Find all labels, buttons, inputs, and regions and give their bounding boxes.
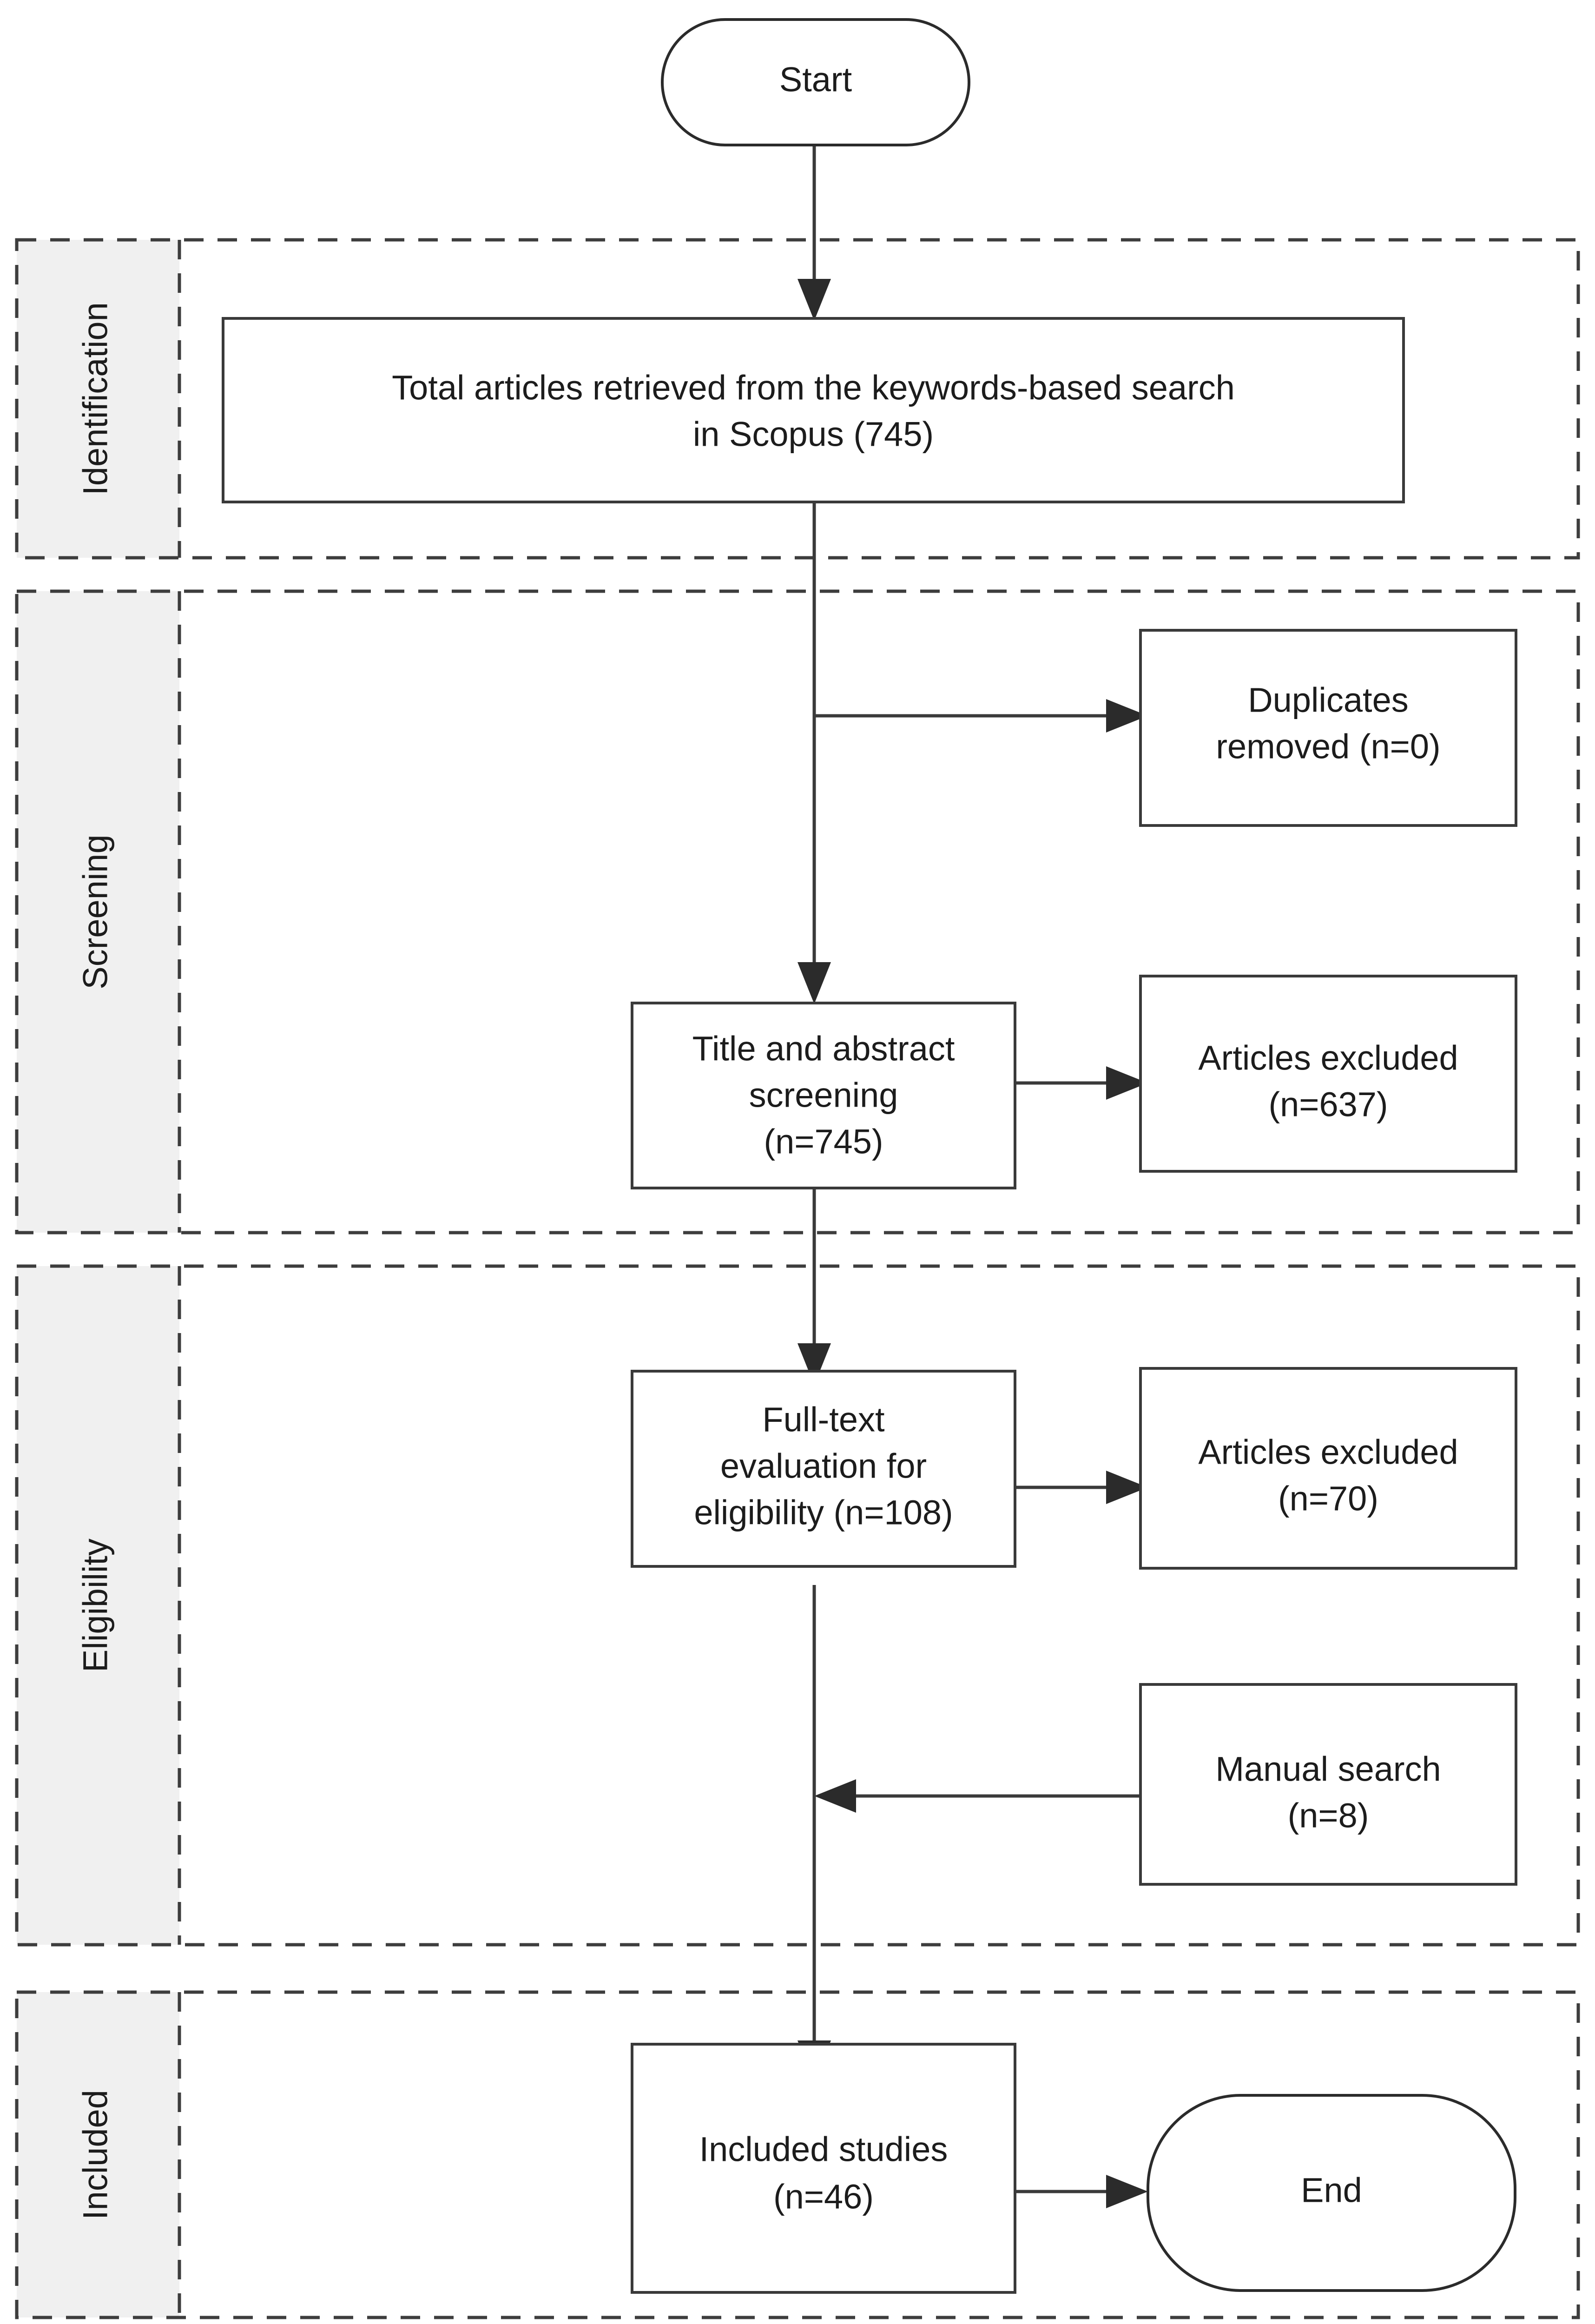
node-start-label: Start [779, 60, 852, 99]
node-title-abstract-screening-shape[interactable] [631, 1002, 1016, 1189]
node-duplicates-removed[interactable]: Duplicates removed (n=0) [1139, 629, 1517, 827]
node-total-articles[interactable]: Total articles retrieved from the keywor… [222, 317, 1405, 503]
lane-label-included: Included [76, 2090, 115, 2220]
node-included-studies-line-1: Included studies [699, 2130, 948, 2169]
lane-band-eligibility [17, 1266, 179, 1945]
node-articles-excluded-screening-shape[interactable] [1139, 975, 1517, 1173]
node-manual-search-line-2: (n=8) [1288, 1796, 1369, 1835]
node-included-studies-shape[interactable] [631, 2043, 1016, 2294]
arrowhead-screening-to-fulltext [798, 1343, 831, 1385]
swimlane-screening: Screening [15, 589, 1580, 1235]
node-total-articles-line-2: in Scopus (745) [693, 415, 934, 454]
swimlane-included: Included [15, 1990, 1580, 2319]
lane-label-identification: Identification [76, 302, 115, 495]
node-articles-excluded-eligibility-line-1: Articles excluded [1198, 1433, 1458, 1472]
node-title-abstract-screening-line-2: screening [749, 1076, 898, 1115]
node-articles-excluded-eligibility[interactable]: Articles excluded (n=70) [1139, 1367, 1517, 1570]
node-articles-excluded-screening[interactable]: Articles excluded (n=637) [1139, 975, 1517, 1173]
node-included-studies[interactable]: Included studies (n=46) [631, 2043, 1016, 2294]
node-start[interactable]: Start [661, 18, 970, 146]
node-duplicates-removed-line-2: removed (n=0) [1216, 727, 1440, 766]
arrowhead-fulltext-to-excluded [1106, 1471, 1148, 1504]
node-end-label: End [1301, 2171, 1362, 2210]
node-title-abstract-screening[interactable]: Title and abstract screening (n=745) [631, 1002, 1016, 1189]
node-included-studies-line-2: (n=46) [773, 2178, 874, 2216]
node-full-text-evaluation-line-1: Full-text [762, 1400, 885, 1439]
node-full-text-evaluation-line-2: evaluation for [720, 1447, 927, 1486]
arrowhead-included-to-end [1106, 2175, 1148, 2208]
lane-outline-included [15, 1990, 1580, 2319]
arrowhead-screening-to-excluded [1106, 1066, 1148, 1100]
node-full-text-evaluation-shape[interactable] [631, 1370, 1016, 1568]
lane-outline-eligibility [15, 1264, 1580, 1947]
lane-outline-identification [15, 238, 1580, 560]
node-title-abstract-screening-line-3: (n=745) [764, 1122, 883, 1161]
node-articles-excluded-screening-line-1: Articles excluded [1198, 1039, 1458, 1077]
lane-label-eligibility: Eligibility [76, 1538, 115, 1672]
lane-label-screening: Screening [76, 834, 115, 989]
node-full-text-evaluation[interactable]: Full-text evaluation for eligibility (n=… [631, 1370, 1016, 1568]
node-manual-search-shape[interactable] [1139, 1683, 1517, 1886]
node-end-shape[interactable] [1147, 2094, 1516, 2292]
node-start-shape[interactable] [661, 18, 970, 146]
node-articles-excluded-eligibility-shape[interactable] [1139, 1367, 1517, 1570]
node-full-text-evaluation-line-3: eligibility (n=108) [694, 1493, 953, 1532]
arrowhead-total-to-screening [798, 962, 831, 1004]
lane-band-screening [17, 591, 179, 1233]
swimlane-identification: Identification [15, 238, 1580, 560]
lane-band-identification [17, 240, 179, 558]
lane-band-included [17, 1992, 179, 2317]
node-duplicates-removed-line-1: Duplicates [1248, 681, 1409, 720]
node-duplicates-removed-shape[interactable] [1139, 629, 1517, 827]
node-manual-search-line-1: Manual search [1215, 1750, 1441, 1789]
node-manual-search[interactable]: Manual search (n=8) [1139, 1683, 1517, 1886]
node-total-articles-line-1: Total articles retrieved from the keywor… [392, 369, 1235, 407]
node-articles-excluded-eligibility-line-2: (n=70) [1278, 1479, 1378, 1518]
arrowhead-to-duplicates [1106, 699, 1148, 733]
node-total-articles-shape[interactable] [222, 317, 1405, 503]
connectors [798, 144, 1148, 2208]
arrowhead-start-to-total [798, 279, 831, 321]
node-title-abstract-screening-line-1: Title and abstract [692, 1030, 955, 1068]
swimlane-eligibility: Eligibility [15, 1264, 1580, 1947]
node-end[interactable]: End [1147, 2094, 1516, 2292]
node-articles-excluded-screening-line-2: (n=637) [1268, 1085, 1388, 1124]
lane-outline-screening [15, 589, 1580, 1235]
arrowhead-manual-to-spine [814, 1779, 856, 1813]
